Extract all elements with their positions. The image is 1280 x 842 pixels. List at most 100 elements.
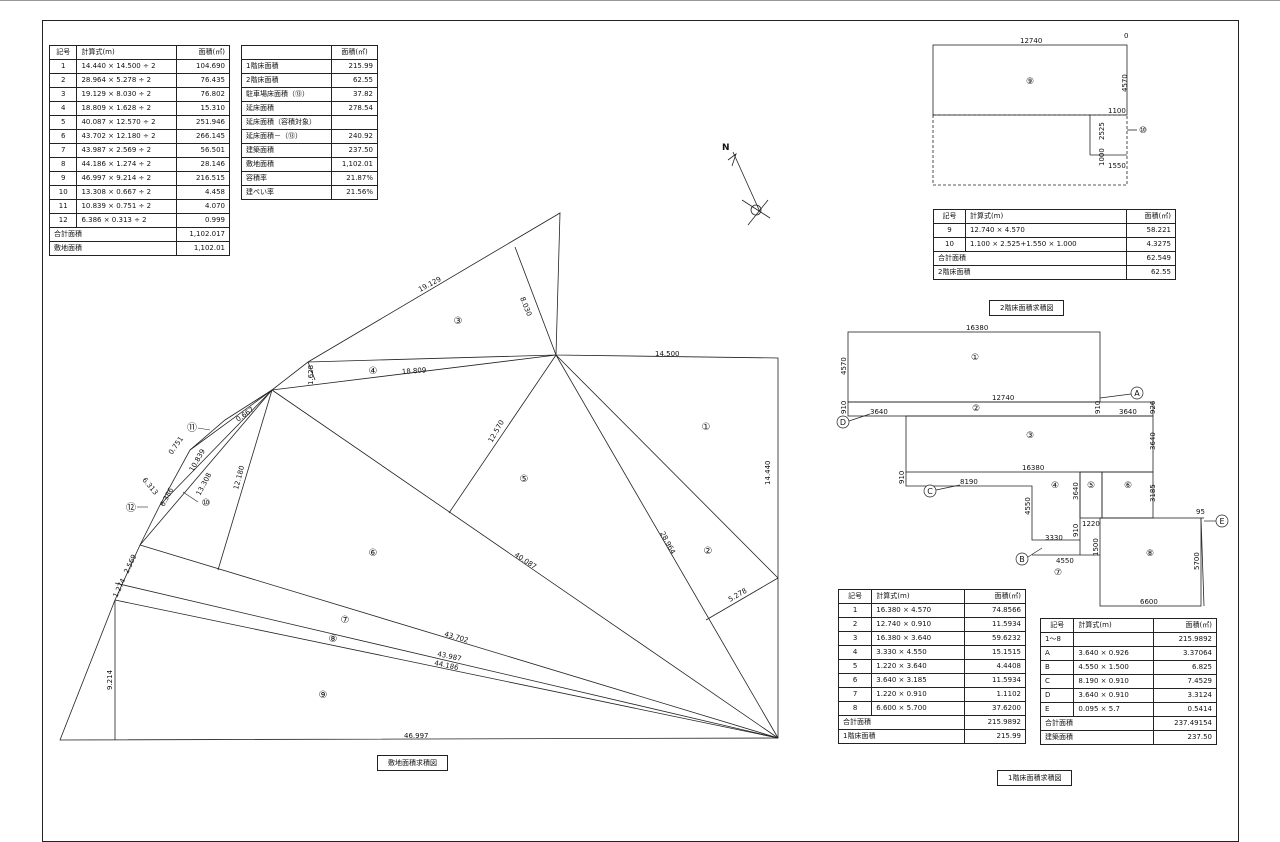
table-cell: 1	[837, 603, 873, 618]
floor2-regions: ⑨ ⑩	[1026, 77, 1147, 136]
total-label: 合計面積	[49, 227, 177, 242]
floor2-dims: 12740 0 4570 1100 2525 1000 1550	[1020, 32, 1129, 170]
sheet-top-line	[0, 0, 1280, 1]
edge-label: 46.997	[404, 732, 429, 740]
table-cell: 3	[837, 631, 873, 646]
table-cell: 6.825	[1153, 660, 1217, 675]
region-label: ①	[702, 422, 711, 433]
region-label: ③	[1026, 431, 1034, 441]
table-cell: 1.1102	[963, 687, 1027, 702]
table-cell: 駐車場床面積（⑬）	[240, 87, 333, 102]
col-header: 面積(㎡)	[175, 45, 231, 60]
table-cell: 56.501	[175, 143, 231, 158]
region-label: ⑨	[1026, 77, 1034, 87]
table-cell: 10.839 × 0.751 ÷ 2	[76, 199, 177, 214]
region-leaders	[137, 427, 211, 508]
site-region-labels: ① ② ③ ④ ⑤ ⑥ ⑦ ⑧ ⑨ ⑩ ⑪ ⑫	[126, 316, 712, 701]
dim-label: 1550	[1108, 162, 1126, 170]
floor1-dims: 16380 4570 12740 910 3640 910 3640 926 3…	[840, 324, 1205, 606]
table-cell: 10	[48, 185, 78, 200]
dim-label: 3640	[1149, 432, 1157, 450]
dim-label: 16380	[1022, 464, 1044, 472]
dim-label: 1100	[1108, 107, 1126, 115]
dim-label: 1500	[1092, 538, 1100, 556]
table-cell: 建築面積	[240, 143, 333, 158]
table-cell: 59.6232	[963, 631, 1027, 646]
table-cell: 251.946	[175, 115, 231, 130]
table-cell: 1,102.01	[331, 157, 378, 172]
table-cell: 7	[837, 687, 873, 702]
table-cell: 58.221	[1125, 223, 1177, 238]
tag-label: D	[840, 418, 846, 427]
dim-label: 1000	[1098, 148, 1106, 166]
total-label: 合計面積	[933, 251, 1127, 266]
table-cell: 延床面積	[240, 101, 333, 116]
region-label: ③	[454, 316, 463, 327]
table-cell: 16.380 × 4.570	[871, 603, 965, 618]
col-header: 計算式(m)	[1073, 618, 1155, 633]
dim-label: 16380	[966, 324, 988, 332]
table-cell: 1.220 × 0.910	[871, 687, 965, 702]
dim-label: 3640	[870, 408, 888, 416]
edge-label: 6.386	[159, 486, 176, 508]
dim-label: 1220	[1082, 520, 1100, 528]
table-cell: 0.5414	[1153, 702, 1217, 717]
table-cell: 8.190 × 0.910	[1073, 674, 1155, 689]
region-label: ⑩	[202, 498, 211, 509]
table-cell: 43.702 × 12.180 ÷ 2	[76, 129, 177, 144]
table-cell: 0.095 × 5.7	[1073, 702, 1155, 717]
table-cell: 2階床面積	[240, 73, 333, 88]
table-cell: 28.964 × 5.278 ÷ 2	[76, 73, 177, 88]
table-cell: 4.458	[175, 185, 231, 200]
table-cell: 容積率	[240, 171, 333, 186]
floor1-tag-labels: A B C D E	[840, 389, 1225, 564]
table-cell: B	[1039, 660, 1075, 675]
table-cell: 2	[48, 73, 78, 88]
floor1-tags	[836, 386, 1229, 566]
dim-label: 5700	[1193, 552, 1201, 570]
table-cell: 1階床面積	[240, 59, 333, 74]
total-value: 1,102.017	[175, 227, 231, 242]
table-cell: 6	[837, 673, 873, 688]
table-cell: 11.5934	[963, 673, 1027, 688]
table-cell: 3.640 × 0.910	[1073, 688, 1155, 703]
table-cell	[1073, 632, 1155, 647]
table-cell: 3.640 × 0.926	[1073, 646, 1155, 661]
edge-label: 2.569	[123, 553, 139, 575]
site-value: 1,102.01	[175, 241, 231, 256]
table-cell: 延床面積－（⑬）	[240, 129, 333, 144]
table-cell: 延床面積（容積対象）	[240, 115, 333, 130]
edge-label: 43.702	[443, 630, 469, 644]
region-label: ④	[1051, 481, 1059, 491]
table-cell: 37.6200	[963, 701, 1027, 716]
total-value: 215.9892	[963, 715, 1027, 730]
col-header: 計算式(m)	[76, 45, 177, 60]
site-label: 敷地面積	[49, 241, 177, 256]
table-cell: 7	[48, 143, 78, 158]
table-cell: 74.8566	[963, 603, 1027, 618]
tag-label: B	[1019, 555, 1025, 564]
floor-value: 62.55	[1125, 265, 1177, 280]
site-caption: 敷地面積求積図	[377, 755, 448, 771]
floor1-caption: 1階床面積求積図	[997, 770, 1073, 786]
